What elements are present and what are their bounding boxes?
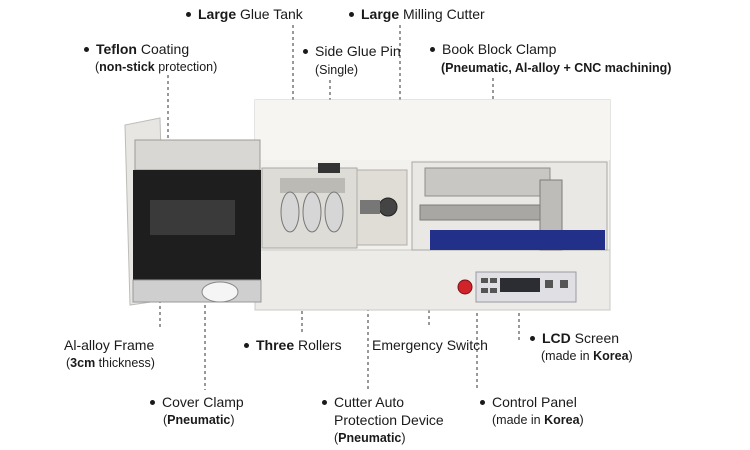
label-emergency-switch: Emergency Switch — [372, 337, 488, 353]
label-teflon-sub: (non-stick protection) — [95, 60, 218, 74]
bullet-icon — [303, 48, 308, 54]
housing-top — [255, 100, 610, 160]
feed-roll — [201, 281, 239, 303]
roller-2 — [302, 191, 322, 233]
label-frame-sub: (3cm thickness) — [66, 356, 155, 370]
cutter-guard — [360, 200, 380, 214]
label-control-panel-sub: (made in Korea) — [492, 413, 584, 427]
label-cutter-protection-line2: Protection Device — [334, 412, 444, 428]
clamp-rail — [424, 167, 551, 197]
label-teflon: Teflon Coating — [84, 41, 189, 58]
label-cutter-protection-sub: (Pneumatic) — [334, 431, 406, 445]
label-rollers: Three Rollers — [244, 337, 342, 354]
feed-base — [132, 279, 262, 303]
bullet-icon — [430, 46, 435, 52]
bullet-icon — [186, 11, 191, 17]
label-side-glue-pin-sub: (Single) — [315, 63, 359, 77]
milling-cutter — [378, 197, 398, 217]
glue-tank — [280, 178, 345, 193]
clamp-jaw — [419, 204, 551, 221]
label-side-glue-pin: Side Glue Pin — [303, 43, 401, 60]
side-glue-pin — [318, 163, 340, 173]
bullet-icon — [150, 399, 155, 405]
label-book-block-clamp-sub: (Pneumatic, Al-alloy + CNC machining) — [441, 61, 672, 75]
clamp-blue-base — [430, 230, 605, 250]
bullet-icon — [244, 342, 249, 348]
roller-1 — [280, 191, 300, 233]
bullet-icon — [530, 335, 535, 341]
bullet-icon — [322, 399, 327, 405]
bullet-icon — [480, 399, 485, 405]
bullet-icon — [84, 46, 89, 52]
label-control-panel: Control Panel — [480, 394, 577, 411]
label-frame: Al-alloy Frame — [64, 337, 155, 353]
label-cover-clamp-sub: (Pneumatic) — [163, 413, 235, 427]
lcd-screen — [500, 278, 540, 292]
label-cutter-protection: Cutter Auto — [322, 394, 404, 411]
label-lcd-sub: (made in Korea) — [541, 349, 633, 363]
feed-top-bar — [134, 139, 261, 171]
label-book-block-clamp: Book Block Clamp — [430, 41, 556, 58]
bullet-icon — [349, 11, 354, 17]
belt-plate — [150, 200, 235, 235]
label-glue-tank: Large Glue Tank — [186, 6, 303, 23]
label-cover-clamp: Cover Clamp — [150, 394, 244, 411]
emergency-stop — [457, 279, 473, 295]
panel-buttons — [481, 278, 568, 293]
label-lcd: LCD Screen — [530, 330, 619, 347]
roller-3 — [324, 191, 344, 233]
label-milling-cutter: Large Milling Cutter — [349, 6, 485, 23]
